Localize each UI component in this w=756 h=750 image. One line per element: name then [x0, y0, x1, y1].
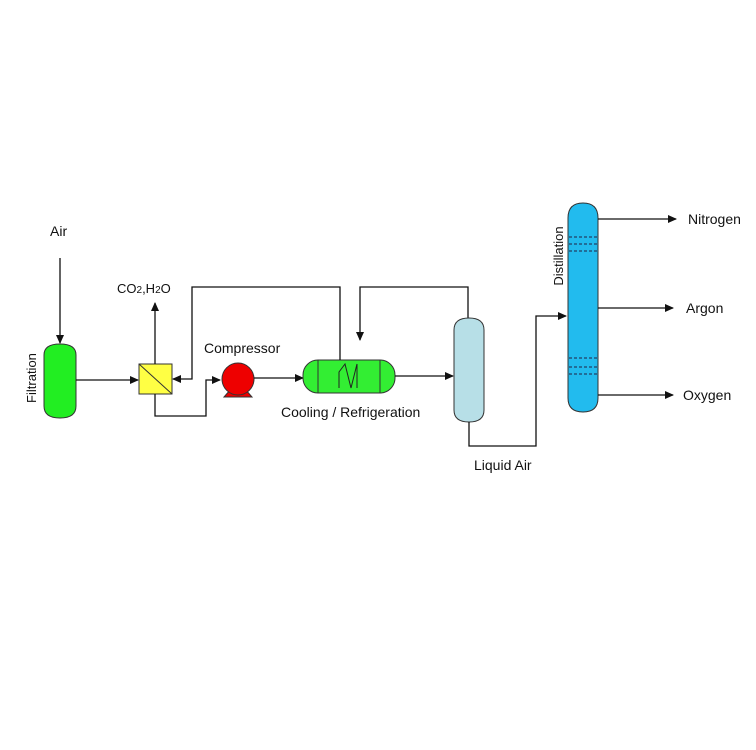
cooler-return-to-dryer-line	[172, 286, 341, 383]
cooling-refrigeration-label: Cooling / Refrigeration	[281, 404, 421, 420]
oxygen-label: Oxygen	[683, 387, 732, 403]
distillation-column	[567, 202, 599, 413]
separator-recycle-line	[356, 286, 469, 341]
distillation-label: Distillation	[551, 226, 566, 286]
cooling-heat-exchanger	[302, 359, 396, 394]
dryer-to-compressor-line	[154, 376, 221, 417]
liquid-air-separator	[453, 317, 485, 423]
nitrogen-label: Nitrogen	[688, 211, 741, 227]
liquid-air-label: Liquid Air	[474, 457, 532, 473]
liquid-air-to-column-line	[468, 312, 567, 447]
dryer-unit	[138, 363, 173, 395]
compressor	[221, 362, 255, 398]
filtration-label: Filtration	[24, 353, 39, 403]
co2-h2o-label: CO2,H2O	[117, 281, 171, 296]
argon-label: Argon	[686, 300, 724, 316]
compressor-label: Compressor	[204, 340, 281, 356]
filtration-vessel	[43, 343, 77, 419]
air-label: Air	[50, 223, 68, 239]
